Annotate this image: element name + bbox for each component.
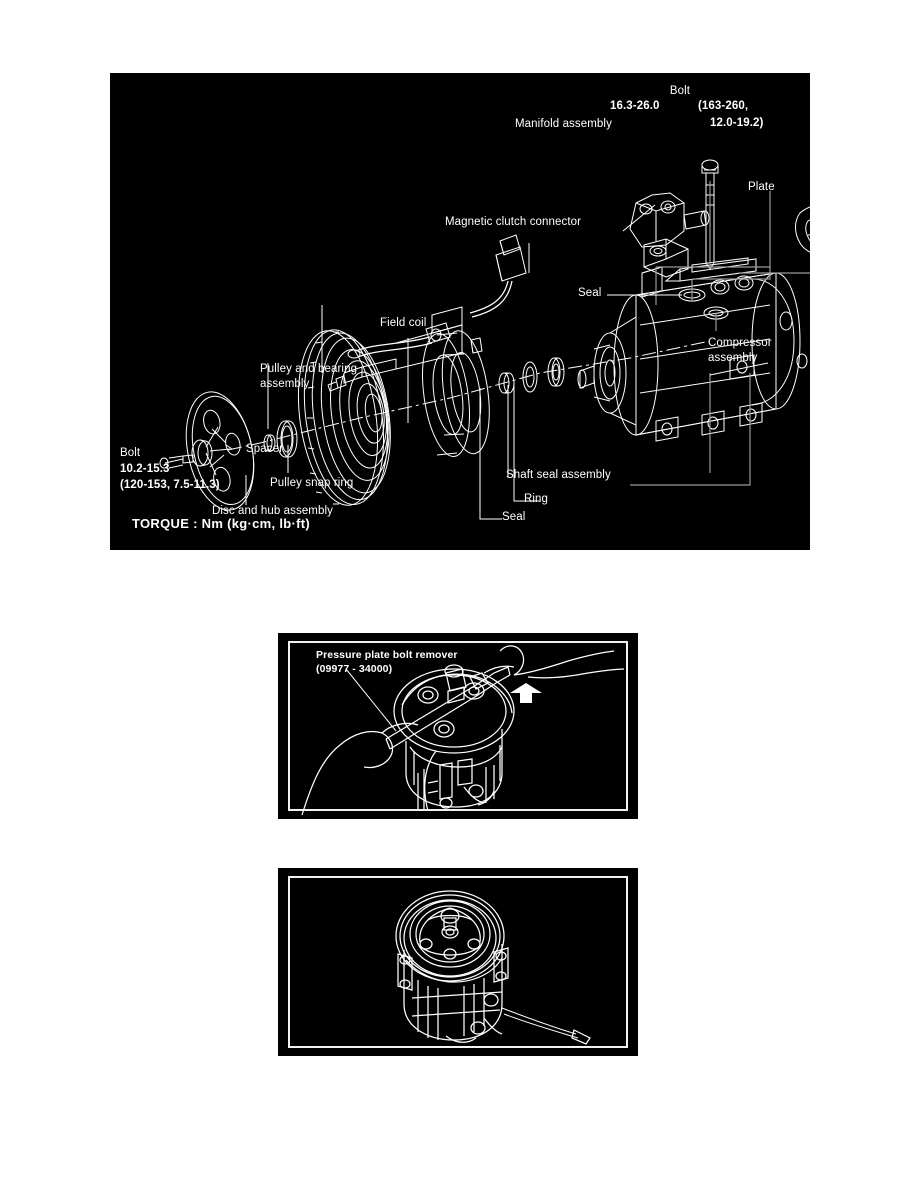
label-ring: Ring	[524, 493, 549, 505]
torque-units-note: TORQUE : Nm (kg·cm, lb·ft)	[132, 516, 310, 531]
label-tool-name: Pressure plate bolt remover	[316, 649, 458, 661]
label-compressor-assembly-line1: Compressor	[708, 337, 772, 349]
label-seal-upper: Seal	[578, 287, 602, 299]
label-manifold-assembly: Manifold assembly	[515, 118, 612, 130]
exploded-view-drawing	[159, 159, 810, 520]
label-compressor-assembly-line2: assembly	[708, 352, 758, 364]
label-bolt-top-value-1: 16.3-26.0	[610, 100, 660, 112]
label-spacer: Spacer	[246, 443, 284, 455]
label-magnetic-clutch-connector: Magnetic clutch connector	[445, 216, 582, 228]
tool-in-use-drawing	[301, 645, 625, 816]
label-pulley-bearing-line1: Pulley and bearing	[260, 363, 358, 375]
figure-compressor-assembly-photo	[278, 868, 638, 1056]
label-bolt-bottom-title: Bolt	[120, 447, 141, 459]
label-bolt-top-title: Bolt	[669, 85, 691, 97]
figure-pressure-plate-bolt-remover: Pressure plate bolt remover (09977 - 340…	[278, 633, 638, 819]
label-bolt-bottom-value-2: (120-153, 7.5-11.3)	[120, 479, 220, 491]
label-pulley-bearing-line2: assembly	[260, 378, 310, 390]
figure-exploded-view: Bolt 16.3-26.0 (163-260, 12.0-19.2) Mani…	[110, 73, 810, 550]
label-seal-lower: Seal	[502, 511, 526, 523]
label-disc-hub-assembly: Disc and hub assembly	[212, 505, 333, 517]
compressor-photo-drawing	[395, 890, 591, 1045]
label-bolt-top-value-2: (163-260,	[698, 100, 749, 112]
label-shaft-seal-assembly: Shaft seal assembly	[506, 469, 611, 481]
label-plate: Plate	[748, 181, 775, 193]
label-tool-number: (09977 - 34000)	[316, 663, 393, 675]
label-bolt-top-value-3: 12.0-19.2)	[710, 117, 764, 129]
label-field-coil: Field coil	[380, 317, 427, 329]
label-pulley-snap-ring: Pulley snap ring	[270, 477, 354, 489]
label-bolt-bottom-value-1: 10.2-15.3	[120, 463, 170, 475]
